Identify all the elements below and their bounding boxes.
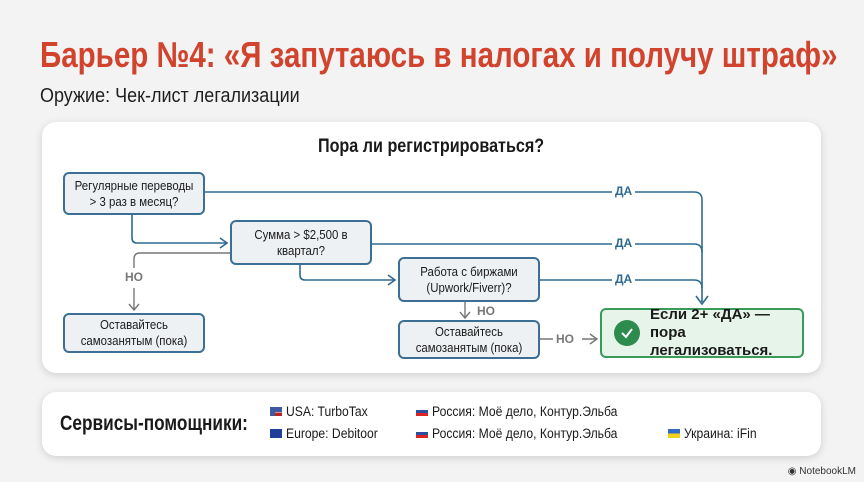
yes-line-q1 bbox=[204, 191, 703, 302]
flowchart-card: Пора ли регистрироваться? ДА ДА ДА НО НО… bbox=[42, 122, 821, 373]
yes-line-q2 bbox=[371, 243, 703, 253]
result-box: Если 2+ «ДА» — пора легализоваться. bbox=[600, 306, 804, 359]
yes-line-q3 bbox=[539, 279, 703, 289]
stay-self-employed-2: Оставайтесь самозанятым (пока) bbox=[398, 320, 540, 359]
page-title: Барьер №4: «Я запутаюсь в налогах и полу… bbox=[40, 34, 838, 75]
q2-to-q3 bbox=[299, 264, 394, 281]
stay-self-employed-1: Оставайтесь самозанятым (пока) bbox=[63, 313, 205, 353]
no-arrow-stay2 bbox=[459, 302, 471, 320]
flowchart-title: Пора ли регистрироваться? bbox=[318, 136, 545, 157]
q1-to-q2 bbox=[131, 214, 226, 244]
ru-flag-icon bbox=[416, 407, 428, 416]
arrow-q2 bbox=[219, 237, 229, 249]
ru-flag-icon bbox=[416, 429, 428, 438]
service-item: Россия: Моё дело, Контур.Эльба bbox=[416, 426, 638, 441]
no-line-q2 bbox=[133, 252, 230, 268]
services-card: Сервисы-помощники: USA: TurboTax Россия:… bbox=[42, 392, 821, 456]
notebooklm-brand: ◉ NotebookLM bbox=[787, 466, 856, 477]
question-freelance-platforms: Работа с биржами (Upwork/Fiverr)? bbox=[398, 257, 540, 302]
no-line-stay2 bbox=[540, 333, 599, 345]
no-label: НО bbox=[122, 270, 146, 284]
arrow-into-result bbox=[695, 295, 709, 306]
service-item: Украина: iFin bbox=[668, 426, 765, 441]
no-label: НО bbox=[553, 332, 577, 346]
page-subtitle: Оружие: Чек-лист легализации bbox=[40, 85, 300, 107]
question-regular-transfers: Регулярные переводы > 3 раз в месяц? bbox=[63, 172, 205, 215]
service-item: USA: TurboTax bbox=[270, 404, 377, 419]
check-icon bbox=[614, 320, 640, 346]
service-item: Europe: Debitoor bbox=[270, 426, 388, 441]
result-text: Если 2+ «ДА» — пора легализоваться. bbox=[650, 306, 773, 359]
flowchart-connectors bbox=[128, 191, 709, 345]
ua-flag-icon bbox=[668, 429, 680, 438]
eu-flag-icon bbox=[270, 429, 282, 438]
service-item: Россия: Моё дело, Контур.Эльба bbox=[416, 404, 638, 419]
arrow-q3 bbox=[387, 274, 397, 286]
yes-label: ДА bbox=[612, 184, 636, 198]
yes-label: ДА bbox=[612, 272, 636, 286]
services-title: Сервисы-помощники: bbox=[60, 412, 248, 435]
no-label: НО bbox=[474, 304, 498, 318]
no-arrow-stay1 bbox=[128, 288, 140, 312]
yes-label: ДА bbox=[612, 236, 636, 250]
us-flag-icon bbox=[270, 407, 282, 416]
question-amount: Сумма > $2,500 в квартал? bbox=[230, 220, 372, 265]
